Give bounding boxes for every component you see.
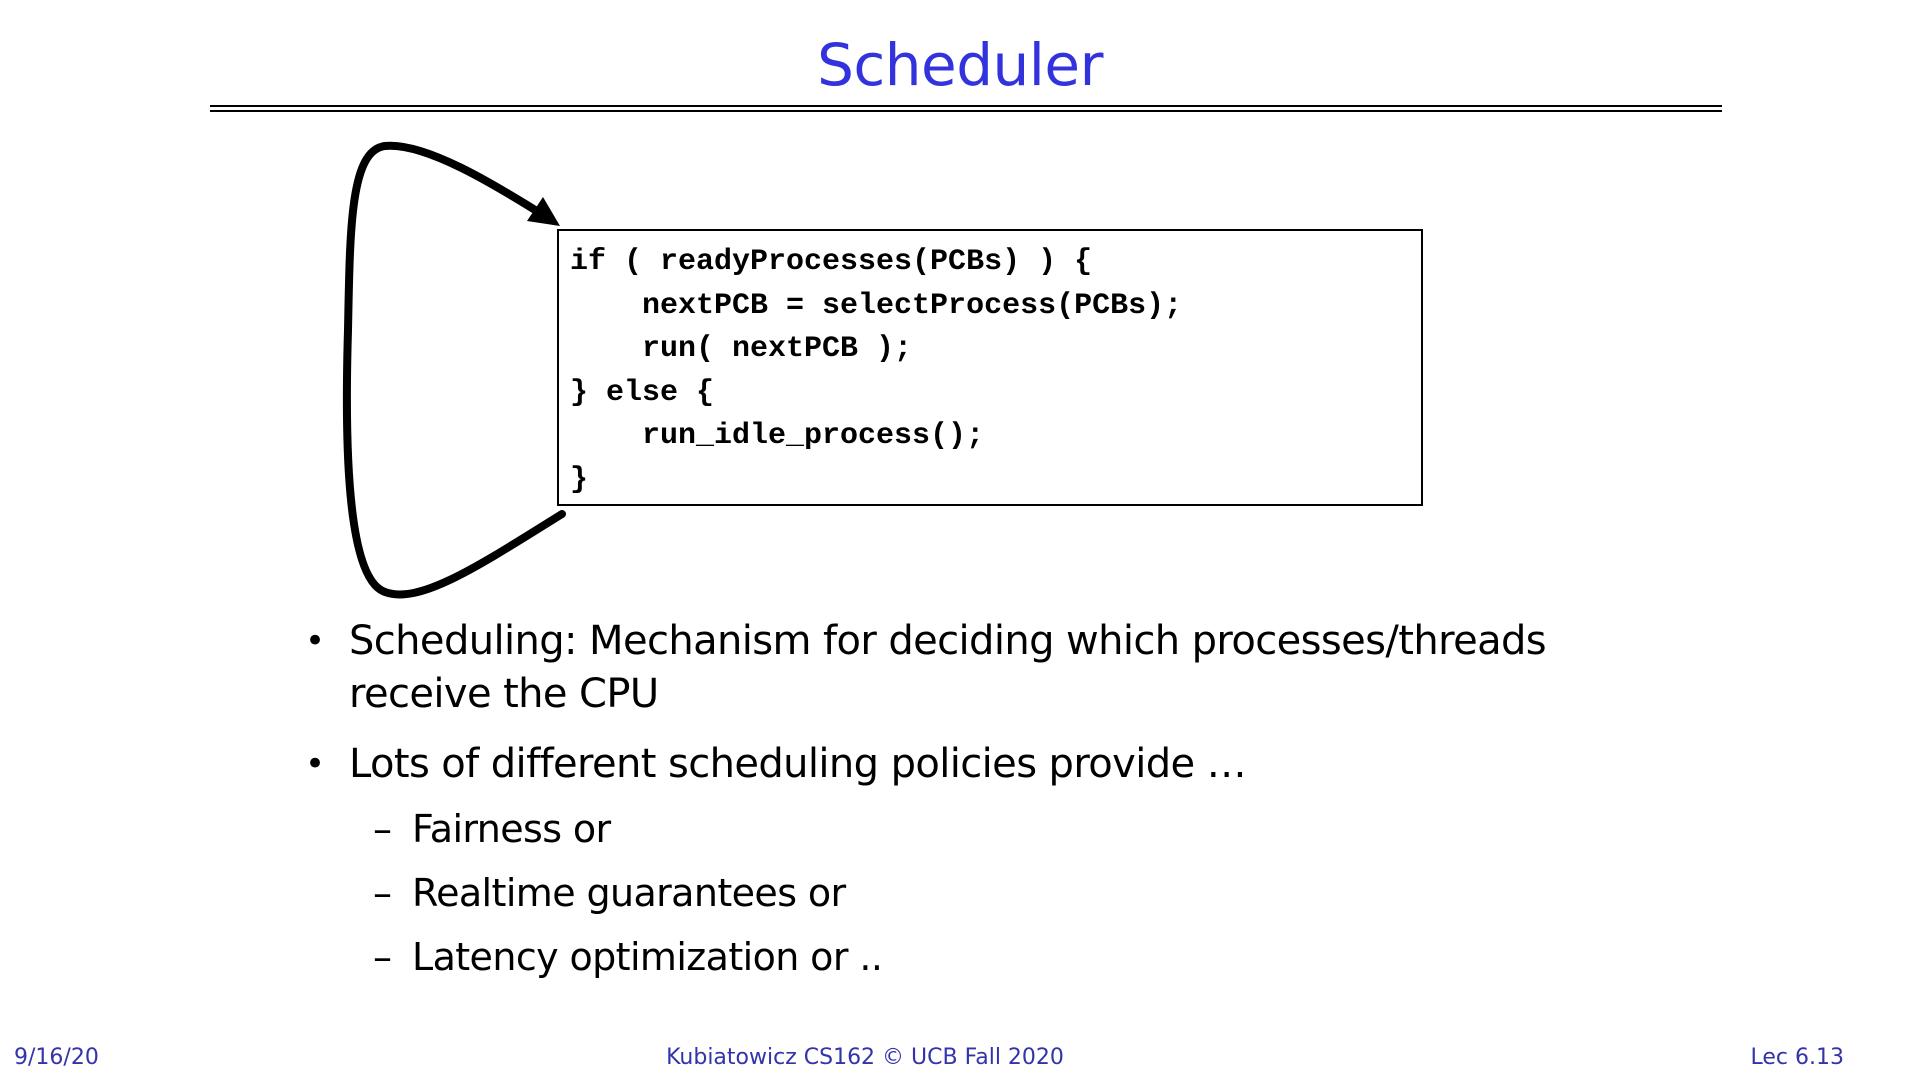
slide-title: Scheduler	[817, 31, 1103, 99]
sub-item: – Latency optimization or ..	[305, 931, 1605, 983]
bullet-text-line: receive the CPU	[349, 671, 659, 717]
dash-icon: –	[373, 935, 392, 979]
bullet-list: • Scheduling: Mechanism for deciding whi…	[305, 615, 1605, 983]
title-rule-top	[210, 105, 1722, 107]
bullet-dot-icon: •	[305, 744, 325, 784]
code-line: run_idle_process();	[570, 419, 985, 453]
title-rule-bottom	[210, 110, 1722, 112]
footer-lecture-number: Lec 6.13	[1750, 1045, 1844, 1070]
sub-item: – Fairness or	[305, 803, 1605, 855]
bullet-dot-icon: •	[305, 621, 325, 661]
bullet-item: • Lots of different scheduling policies …	[305, 738, 1605, 791]
sub-item-text: Latency optimization or ..	[412, 935, 883, 979]
footer-course: Kubiatowicz CS162 © UCB Fall 2020	[666, 1045, 1064, 1070]
loop-arrow-head	[527, 197, 560, 226]
code-line: nextPCB = selectProcess(PCBs);	[570, 288, 1183, 323]
dash-icon: –	[373, 807, 392, 851]
sub-item: – Realtime guarantees or	[305, 867, 1605, 919]
bullet-text-line: Lots of different scheduling policies pr…	[349, 741, 1247, 787]
dash-icon: –	[373, 871, 392, 915]
sub-item-text: Fairness or	[412, 807, 611, 851]
footer-date: 9/16/20	[14, 1045, 99, 1070]
bullet-item: • Scheduling: Mechanism for deciding whi…	[305, 615, 1605, 721]
loop-arrow-path	[342, 141, 566, 599]
sub-item-text: Realtime guarantees or	[412, 871, 846, 915]
code-line: } else {	[570, 375, 715, 410]
code-block: if ( readyProcesses(PCBs) ) { nextPCB = …	[557, 229, 1423, 506]
bullet-text-line: Scheduling: Mechanism for deciding which…	[349, 618, 1547, 664]
code-line: }	[570, 462, 589, 497]
code-line: if ( readyProcesses(PCBs) ) {	[570, 245, 1093, 279]
code-line: run( nextPCB );	[570, 332, 913, 366]
